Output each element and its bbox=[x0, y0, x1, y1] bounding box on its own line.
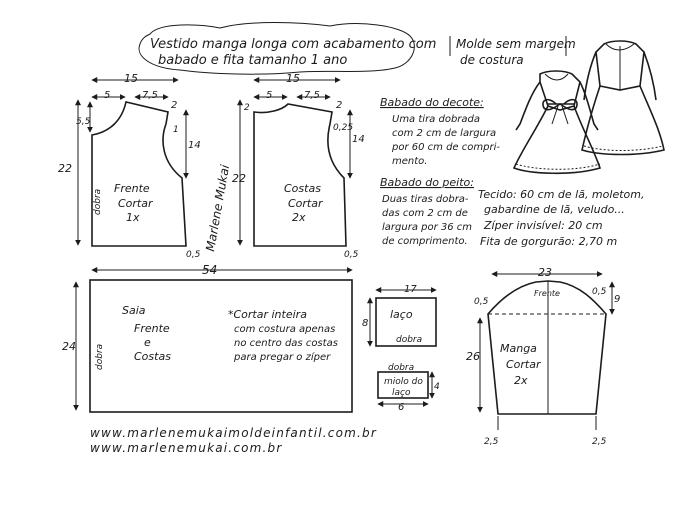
sleeve-height-label: 26 bbox=[466, 350, 480, 363]
bow-pattern: 17 8 laço dobra bbox=[362, 284, 437, 347]
skirt-width-label: 54 bbox=[202, 263, 217, 277]
skirt-height-label: 24 bbox=[62, 340, 76, 353]
sleeve-front-mark: Frente bbox=[534, 289, 560, 298]
materials-list: Tecido: 60 cm de lã, moletom, gabardine … bbox=[478, 188, 644, 248]
back-shoulder-label: 7,5 bbox=[304, 90, 320, 101]
front-name-label: Frente bbox=[114, 182, 150, 195]
skirt-pattern: 54 24 dobra Saia Frente e Costas *Cortar… bbox=[62, 263, 353, 413]
bow-center-name-1: miolo do bbox=[384, 377, 423, 387]
back-neck-depth-label: 2 bbox=[244, 103, 250, 113]
sleeve-cap-right-label: 0,5 bbox=[592, 287, 607, 297]
back-armhole-label: 14 bbox=[352, 134, 365, 145]
ruffle-notes: Babado do decote: Uma tira dobrada com 2… bbox=[380, 96, 500, 247]
back-cut-label: Cortar bbox=[288, 197, 324, 210]
front-armhole-mark: 1 bbox=[173, 125, 179, 135]
title-line-2: babado e fita tamanho 1 ano bbox=[158, 53, 347, 68]
front-fold-label: dobra bbox=[93, 189, 103, 215]
chest-ruffle-line-1: Duas tiras dobra- bbox=[382, 194, 469, 205]
neck-ruffle-line-4: mento. bbox=[392, 156, 427, 167]
bow-height-label: 8 bbox=[362, 318, 368, 329]
neck-ruffle-line-1: Uma tira dobrada bbox=[392, 114, 480, 125]
neck-ruffle-title: Babado do decote: bbox=[380, 96, 484, 109]
back-neck-width-label: 5 bbox=[266, 90, 272, 101]
materials-line-3: Zíper invisível: 20 cm bbox=[483, 219, 603, 232]
skirt-fold-label: dobra bbox=[95, 344, 105, 370]
title-line-1: Vestido manga longa com acabamento com bbox=[150, 37, 436, 52]
back-width-label: 15 bbox=[286, 72, 300, 85]
front-armhole-label: 14 bbox=[188, 140, 201, 151]
title-bubble: Vestido manga longa com acabamento com b… bbox=[138, 22, 436, 75]
back-bodice-pattern: 15 5 7,5 2 22 2 14 0,25 0,5 Costas Corta… bbox=[232, 72, 365, 260]
neck-ruffle-line-2: com 2 cm de largura bbox=[392, 128, 496, 139]
bow-center-name-2: laço bbox=[392, 388, 411, 398]
back-shoulder-drop-label: 2 bbox=[336, 100, 342, 111]
front-hem-label: 0,5 bbox=[186, 250, 201, 260]
website-url-2[interactable]: www.marlenemukai.com.br bbox=[90, 441, 283, 455]
skirt-instruction-2: com costura apenas bbox=[234, 324, 335, 335]
skirt-instruction-3: no centro das costas bbox=[234, 338, 338, 349]
seam-note-line-1: Molde sem margem bbox=[456, 37, 576, 51]
seam-note: Molde sem margem de costura bbox=[449, 36, 576, 67]
bow-fold-label: dobra bbox=[396, 335, 422, 345]
back-cut-count: 2x bbox=[292, 211, 306, 224]
chest-ruffle-line-3: largura por 36 cm bbox=[382, 222, 472, 233]
sleeve-cut-count: 2x bbox=[514, 374, 528, 387]
skirt-instruction-1: *Cortar inteira bbox=[228, 308, 307, 321]
chest-ruffle-line-2: das com 2 cm de bbox=[382, 208, 468, 219]
designer-signature: Marlene Mukai bbox=[203, 163, 232, 253]
bow-center-height-label: 4 bbox=[434, 382, 440, 392]
sleeve-cap-left-label: 0,5 bbox=[474, 297, 489, 307]
seam-note-line-2: de costura bbox=[460, 53, 524, 67]
materials-line-2: gabardine de lã, veludo... bbox=[484, 203, 625, 216]
skirt-and-label: e bbox=[144, 336, 151, 349]
back-height-label: 22 bbox=[232, 172, 246, 185]
bow-width-label: 17 bbox=[404, 284, 417, 295]
front-shoulder-label: 7,5 bbox=[142, 90, 158, 101]
bow-center-width-label: 6 bbox=[398, 402, 404, 413]
bow-center-fold-label: dobra bbox=[388, 363, 414, 373]
neck-ruffle-line-3: por 60 cm de compri- bbox=[391, 142, 500, 153]
front-shoulder-drop-label: 2 bbox=[171, 100, 177, 111]
front-neck-depth-label: 5,5 bbox=[76, 117, 91, 127]
front-cut-label: Cortar bbox=[118, 197, 154, 210]
sleeve-pattern: 23 Frente 0,5 0,5 9 26 Manga Cortar 2x 2… bbox=[466, 266, 620, 447]
sleeve-hem-left-label: 2,5 bbox=[484, 437, 499, 447]
skirt-name-label: Saia bbox=[122, 304, 146, 317]
materials-line-4: Fita de gorgurão: 2,70 m bbox=[480, 235, 617, 248]
skirt-front-label: Frente bbox=[134, 322, 170, 335]
skirt-back-label: Costas bbox=[134, 350, 171, 363]
skirt-instruction-4: para pregar o zíper bbox=[233, 351, 331, 363]
sleeve-name-label: Manga bbox=[500, 342, 537, 355]
dress-illustration bbox=[512, 40, 665, 175]
front-cut-count: 1x bbox=[126, 211, 140, 224]
front-width-label: 15 bbox=[124, 72, 138, 85]
sleeve-cut-label: Cortar bbox=[506, 358, 542, 371]
back-hem-label: 0,5 bbox=[344, 250, 359, 260]
front-neck-width-label: 5 bbox=[104, 90, 110, 101]
sleeve-width-label: 23 bbox=[538, 266, 552, 279]
back-armhole-mark: 0,25 bbox=[333, 123, 353, 133]
bow-name-label: laço bbox=[390, 308, 413, 321]
back-name-label: Costas bbox=[284, 182, 321, 195]
chest-ruffle-line-4: de comprimento. bbox=[382, 236, 468, 247]
sleeve-cap-height-label: 9 bbox=[614, 294, 620, 305]
front-height-label: 22 bbox=[58, 162, 72, 175]
website-url-1[interactable]: www.marlenemukaimoldeinfantil.com.br bbox=[90, 426, 377, 440]
materials-line-1: Tecido: 60 cm de lã, moletom, bbox=[478, 188, 644, 201]
bow-center-pattern: dobra miolo do laço 4 6 bbox=[377, 363, 440, 413]
sleeve-hem-right-label: 2,5 bbox=[592, 437, 607, 447]
front-bodice-pattern: 15 5 7,5 2 22 5,5 14 1 0,5 dobra Frente … bbox=[58, 72, 201, 260]
chest-ruffle-title: Babado do peito: bbox=[380, 176, 474, 189]
